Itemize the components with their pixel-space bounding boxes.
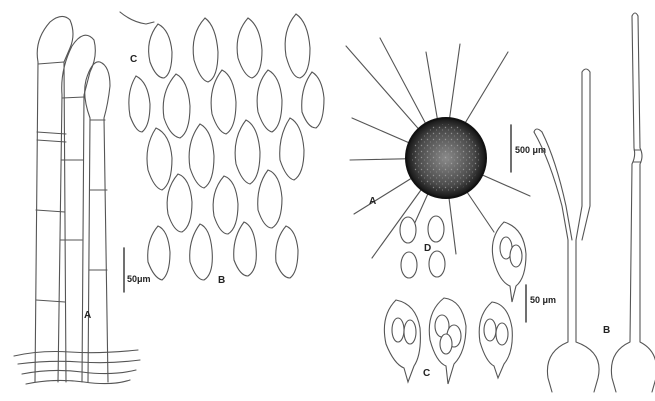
left-figure: A 50μm C: [14, 12, 324, 384]
label-d-right: D: [424, 243, 431, 254]
label-a-right: A: [369, 196, 376, 207]
right-figure: A 500 μm D C: [346, 13, 655, 392]
label-b-left: B: [218, 275, 225, 286]
hypha-group-a: [14, 16, 140, 384]
label-c-right: C: [423, 368, 430, 379]
scale-label-left: 50μm: [127, 274, 151, 284]
label-b-right: B: [603, 325, 610, 336]
label-a-left: A: [84, 310, 91, 321]
scale-label-bottom: 50 μm: [530, 295, 556, 305]
spores-group-d: [400, 216, 445, 278]
label-c-left: C: [130, 54, 137, 65]
forked-seta-b: [534, 69, 599, 392]
long-seta-b: [611, 13, 655, 392]
conidia-group-b: [129, 14, 324, 280]
